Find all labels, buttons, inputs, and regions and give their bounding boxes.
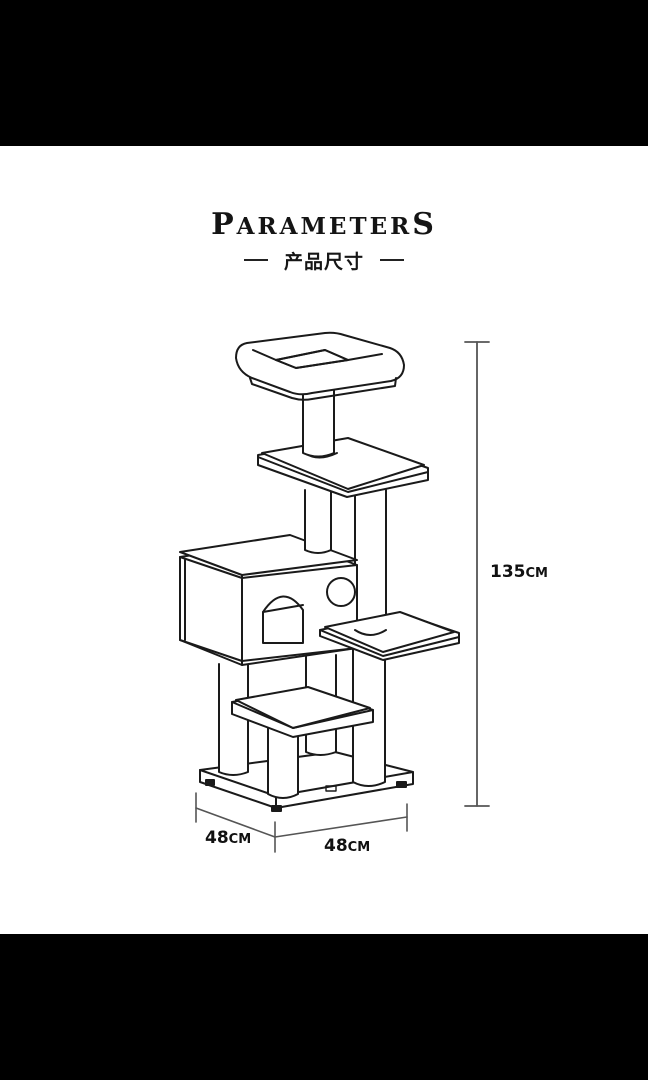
height-value: 135 xyxy=(490,562,526,582)
subtitle-left-rule xyxy=(243,259,268,261)
condo-post xyxy=(304,489,332,554)
height-dimension-line xyxy=(464,341,490,807)
height-unit: CM xyxy=(525,566,548,581)
lower-step-platform xyxy=(231,686,374,799)
base-dimension-lines xyxy=(195,792,408,853)
depth-unit: CM xyxy=(228,832,252,847)
title-middle: ARAMETER xyxy=(236,213,413,240)
top-black-band xyxy=(0,0,648,146)
height-dimension-label: 135CM xyxy=(490,562,548,584)
top-post xyxy=(302,387,335,458)
page-title: PARAMETERS xyxy=(0,208,648,244)
upper-platform xyxy=(257,437,429,498)
subtitle-row: 产品尺寸 xyxy=(0,247,648,273)
parameters-panel: PARAMETERS 产品尺寸 xyxy=(0,146,648,934)
main-scratching-post xyxy=(354,489,387,637)
subtitle-right-rule xyxy=(380,259,404,261)
width-value: 48 xyxy=(324,836,348,856)
cat-tree-drawing xyxy=(179,331,490,853)
bottom-black-band xyxy=(0,934,648,1080)
width-dimension-label: 48CM xyxy=(324,836,370,858)
top-perch-bed xyxy=(235,331,405,401)
subtitle: 产品尺寸 xyxy=(283,250,364,273)
title-final: S xyxy=(412,207,437,242)
title-initial: P xyxy=(211,207,237,242)
width-unit: CM xyxy=(347,840,371,855)
condo-box xyxy=(179,534,358,666)
middle-side-platform xyxy=(319,611,460,661)
depth-dimension-label: 48CM xyxy=(205,828,251,850)
depth-value: 48 xyxy=(205,828,229,848)
